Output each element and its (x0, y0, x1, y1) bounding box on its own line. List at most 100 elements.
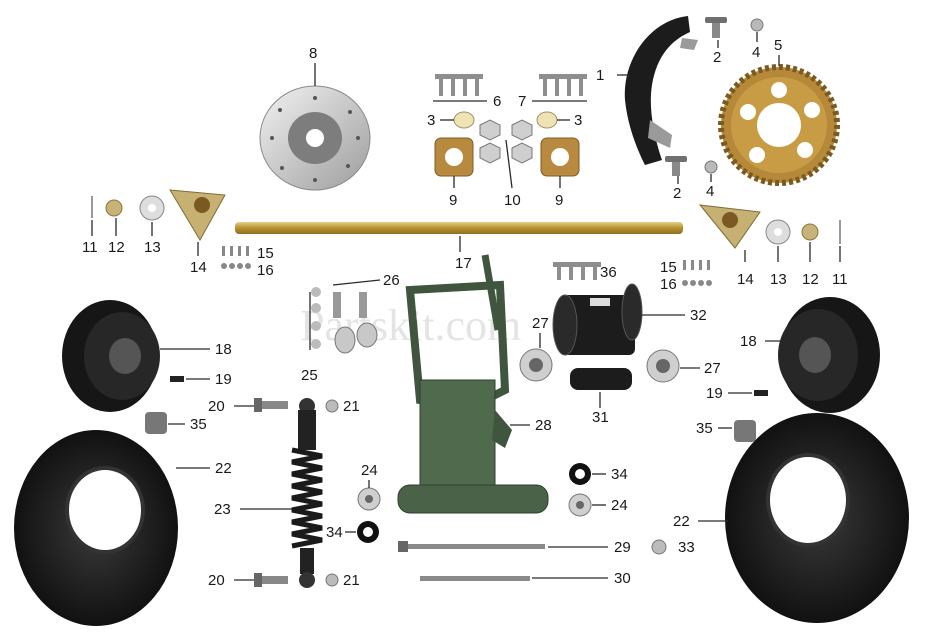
bolt-part-bottom (665, 156, 687, 176)
callout-33: 33 (678, 539, 695, 556)
seal-ring-right (569, 463, 591, 485)
callout-28: 28 (510, 417, 552, 434)
svg-text:23: 23 (214, 501, 231, 518)
callout-15-right: 15 (660, 259, 677, 276)
chain-guard-part (624, 16, 690, 165)
callout-13-left: 13 (144, 222, 161, 256)
svg-text:19: 19 (706, 385, 723, 402)
svg-text:6: 6 (493, 93, 501, 110)
svg-text:13: 13 (770, 271, 787, 288)
callout-21-top: 21 (343, 398, 360, 415)
nut-part-bottom (704, 160, 718, 174)
hub-nut-cluster (479, 119, 533, 164)
svg-text:13: 13 (144, 239, 161, 256)
callout-22-right: 22 (673, 513, 728, 530)
bearing-small-left (357, 487, 381, 511)
svg-text:18: 18 (215, 341, 232, 358)
shock-absorber-part (291, 398, 323, 588)
hub-part-left (434, 137, 474, 177)
callout-10: 10 (504, 139, 521, 209)
callout-20-bottom: 20 (208, 572, 254, 589)
svg-text:20: 20 (208, 572, 225, 589)
callout-32: 32 (640, 307, 707, 324)
callout-2-top: 2 (713, 40, 721, 66)
svg-text:34: 34 (611, 466, 628, 483)
svg-text:9: 9 (555, 192, 563, 209)
callout-31: 31 (592, 392, 609, 426)
brake-disc-part (259, 85, 371, 191)
shock-nut-top (325, 399, 339, 413)
svg-text:15: 15 (660, 259, 677, 276)
svg-text:11: 11 (832, 271, 848, 288)
spacer-tube-part (570, 368, 632, 390)
bolt-part-top (705, 17, 727, 38)
svg-text:22: 22 (673, 513, 690, 530)
svg-text:31: 31 (592, 409, 609, 426)
svg-text:3: 3 (427, 112, 435, 129)
callout-9-right: 9 (555, 176, 563, 209)
svg-text:22: 22 (215, 460, 232, 477)
svg-text:36: 36 (600, 264, 617, 281)
callout-20-top: 20 (208, 398, 254, 415)
washer-part-right (536, 111, 558, 129)
callout-6: 6 (433, 93, 501, 110)
svg-text:14: 14 (190, 259, 207, 276)
svg-text:26: 26 (383, 272, 400, 289)
callout-19-right: 19 (706, 385, 752, 402)
svg-text:4: 4 (706, 183, 714, 200)
callout-4-top: 4 (752, 32, 760, 61)
callout-34-left: 34 (326, 524, 356, 541)
threaded-rod-part (420, 576, 530, 581)
svg-text:2: 2 (673, 185, 681, 202)
lock-nut-part (651, 539, 667, 555)
callout-25: 25 (301, 292, 318, 384)
long-bolt-part (398, 541, 545, 552)
wheel-hub-right (698, 204, 761, 249)
callout-17: 17 (455, 236, 472, 272)
callout-35-right: 35 (696, 420, 732, 437)
svg-text:11: 11 (82, 239, 98, 256)
svg-text:25: 25 (301, 367, 318, 384)
small-bolt-set-right (682, 260, 712, 286)
callout-16-right: 16 (660, 276, 677, 293)
callout-24-left: 24 (361, 462, 378, 488)
castle-nut-left (105, 199, 123, 217)
bolt-set-carrier (553, 262, 601, 280)
callout-13-right: 13 (770, 246, 787, 288)
callout-5: 5 (774, 37, 782, 66)
svg-text:3: 3 (574, 112, 582, 129)
hub-part-right (540, 137, 580, 177)
wheel-rim-right (778, 297, 880, 413)
callout-34-right: 34 (592, 466, 628, 483)
shock-bolt-bottom (254, 573, 288, 587)
callout-23: 23 (214, 501, 292, 518)
wheel-rim-left (62, 300, 160, 412)
callout-27-left: 27 (532, 315, 549, 348)
callout-19-left: 19 (186, 371, 232, 388)
tire-right (725, 413, 909, 623)
nut-part-top (750, 18, 764, 32)
washer-part-left (453, 111, 475, 129)
svg-text:19: 19 (215, 371, 232, 388)
svg-text:1: 1 (596, 67, 604, 84)
svg-text:8: 8 (309, 45, 317, 62)
callout-26: 26 (332, 272, 400, 289)
svg-text:10: 10 (504, 192, 521, 209)
callout-11-left: 11 (82, 220, 98, 256)
svg-text:27: 27 (704, 360, 721, 377)
valve-cap-left (145, 412, 167, 434)
callout-18-right: 18 (740, 333, 782, 350)
svg-text:15: 15 (257, 245, 274, 262)
callout-36: 36 (600, 264, 617, 281)
swing-arm-frame (397, 254, 549, 514)
svg-text:7: 7 (518, 93, 526, 110)
svg-text:21: 21 (343, 398, 360, 415)
svg-text:24: 24 (611, 497, 628, 514)
callout-12-left: 12 (108, 218, 125, 256)
callout-3-right: 3 (557, 112, 582, 129)
svg-text:24: 24 (361, 462, 378, 479)
shock-nut-bottom (325, 573, 339, 587)
svg-text:21: 21 (343, 572, 360, 589)
callout-16-left: 16 (257, 262, 274, 279)
